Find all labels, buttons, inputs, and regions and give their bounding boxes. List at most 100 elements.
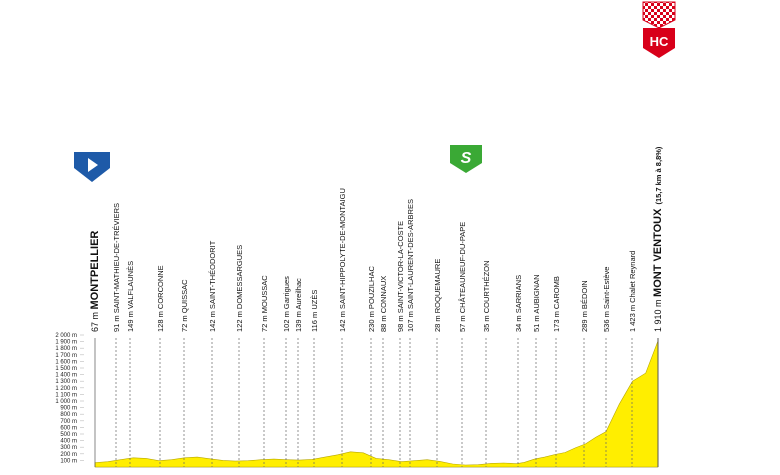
y-tick-label: 1 100 m: [55, 392, 77, 398]
waypoint-altitude: 51 m: [532, 314, 541, 332]
waypoint-label-text: 536 m Saint-Estève: [602, 267, 611, 332]
waypoint-name: Garrigues: [282, 276, 291, 309]
waypoint-label: 35 m COURTHÉZON: [482, 260, 491, 332]
waypoint-label: 173 m CAROMB: [552, 276, 561, 332]
waypoint-name: QUISSAC: [180, 279, 189, 313]
waypoint-label: 139 m Aureilhac: [294, 278, 303, 332]
waypoint-label: 230 m POUZILHAC: [367, 266, 376, 332]
waypoint-label-text: 116 m UZÈS: [310, 290, 319, 332]
finish-label: 1 910 m MONT VENTOUX(15,7 km à 8,8%): [652, 146, 664, 332]
waypoint-label-text: 107 m SAINT-LAURENT-DES-ARBRES: [406, 199, 415, 332]
y-tick-label: 1 300 m: [55, 379, 77, 385]
waypoint-altitude: 91 m: [112, 313, 121, 332]
waypoint-name: Aureilhac: [294, 278, 303, 310]
waypoint-altitude: 1 910 m: [653, 297, 663, 332]
waypoint-label: 128 m CORCONNE: [156, 265, 165, 332]
waypoint-altitude: 88 m: [379, 313, 388, 332]
y-tick-label: 500 m: [60, 432, 77, 438]
waypoint-label: 122 m DOMESSARGUES: [235, 245, 244, 332]
hc-badge-label: HC: [650, 34, 669, 49]
y-tick-label: 1 700 m: [55, 353, 77, 359]
waypoint-label: 1 423 m Chalet Reynard: [628, 251, 637, 332]
waypoint-name: SAINT-VICTOR-LA-COSTE: [396, 221, 405, 313]
elevation-area: [94, 340, 659, 468]
waypoint-label-text: 230 m POUZILHAC: [367, 266, 376, 332]
waypoint-label: 142 m SAINT-THÉODORIT: [208, 240, 217, 332]
waypoint-label-text: 35 m COURTHÉZON: [482, 260, 491, 332]
waypoint-name: SAINT-LAURENT-DES-ARBRES: [406, 199, 415, 309]
waypoint-altitude: 128 m: [156, 309, 165, 332]
y-tick-label: 1 200 m: [55, 386, 77, 392]
waypoint-altitude: 139 m: [294, 309, 303, 332]
start-label: 67 m MONTPELLIER: [89, 231, 101, 332]
sprint-badge: S: [450, 145, 482, 173]
waypoint-label: 51 m AUBIGNAN: [532, 274, 541, 332]
waypoint-label: 28 m ROQUEMAURE: [433, 259, 442, 332]
waypoint-name: ROQUEMAURE: [433, 259, 442, 314]
waypoint-label-text: 72 m MOUSSAC: [260, 275, 269, 332]
y-tick-label: 200 m: [60, 452, 77, 458]
waypoint-label-text: 149 m VALFLAUNÈS: [126, 261, 135, 332]
hc-badge-shape: [643, 28, 675, 58]
waypoint-label: 142 m SAINT-HIPPOLYTE-DE-MONTAIGU: [338, 188, 347, 332]
waypoint-label-text: 88 m CONNAUX: [379, 276, 388, 332]
waypoint-altitude: 98 m: [396, 313, 405, 332]
waypoint-altitude: 149 m: [126, 309, 135, 332]
waypoint-label: 72 m QUISSAC: [180, 279, 189, 332]
waypoint-altitude: 67 m: [90, 309, 100, 332]
waypoint-label-text: 72 m QUISSAC: [180, 279, 189, 332]
waypoint-name: SAINT-MATHIEU-DE-TRÉVIERS: [112, 203, 121, 313]
waypoint-label: 107 m SAINT-LAURENT-DES-ARBRES: [406, 199, 415, 332]
waypoint-altitude: 28 m: [433, 313, 442, 332]
y-tick-label: 800 m: [60, 412, 77, 418]
y-tick-label: 700 m: [60, 419, 77, 425]
waypoint-name: AUBIGNAN: [532, 274, 541, 313]
waypoint-label-text: 122 m DOMESSARGUES: [235, 245, 244, 332]
waypoint-label-text: 28 m ROQUEMAURE: [433, 259, 442, 332]
waypoint-name: CAROMB: [552, 276, 561, 309]
waypoint-label: 289 m BÉDOIN: [580, 280, 589, 332]
waypoint-name: BÉDOIN: [580, 280, 589, 309]
start-flag-icon: [74, 152, 110, 182]
waypoint-label: 88 m CONNAUX: [379, 276, 388, 332]
y-tick-label: 1 500 m: [55, 366, 77, 372]
waypoint-name: COURTHÉZON: [482, 260, 491, 313]
waypoint-name: CORCONNE: [156, 265, 165, 309]
waypoint-label: 116 m UZÈS: [310, 290, 319, 332]
waypoint-altitude: 35 m: [482, 313, 491, 332]
waypoint-label-text: 98 m SAINT-VICTOR-LA-COSTE: [396, 221, 405, 332]
y-tick-label: 300 m: [60, 445, 77, 451]
waypoint-label-text: 128 m CORCONNE: [156, 265, 165, 332]
waypoint-label-text: 139 m Aureilhac: [294, 278, 303, 332]
sprint-badge-label: S: [461, 150, 472, 167]
y-tick-label: 1 400 m: [55, 373, 77, 379]
waypoint-altitude: 107 m: [406, 309, 415, 332]
y-tick-label: 400 m: [60, 439, 77, 445]
climb-stats: (15,7 km à 8,8%): [654, 146, 663, 204]
start-flag-arrow: [88, 158, 98, 172]
waypoint-name: DOMESSARGUES: [235, 245, 244, 309]
waypoint-altitude: 289 m: [580, 309, 589, 332]
waypoint-label-text: 1 910 m MONT VENTOUX(15,7 km à 8,8%): [652, 146, 664, 332]
waypoint-altitude: 142 m: [208, 309, 217, 332]
waypoint-label: 149 m VALFLAUNÈS: [126, 261, 135, 332]
waypoint-name: SAINT-THÉODORIT: [208, 240, 217, 309]
waypoint-label-text: 102 m Garrigues: [282, 276, 291, 332]
waypoint-label-text: 289 m BÉDOIN: [580, 280, 589, 332]
waypoint-name: CONNAUX: [379, 276, 388, 314]
sprint-badge-shape: [450, 145, 482, 173]
waypoint-name: Saint-Estève: [602, 267, 611, 310]
waypoint-name: POUZILHAC: [367, 266, 376, 310]
y-tick-label: 900 m: [60, 406, 77, 412]
waypoint-altitude: 1 423 m: [628, 303, 637, 332]
waypoint-altitude: 72 m: [260, 313, 269, 332]
waypoint-name: MONTPELLIER: [89, 231, 101, 310]
waypoint-altitude: 57 m: [458, 313, 467, 332]
waypoint-label: 102 m Garrigues: [282, 276, 291, 332]
waypoint-label: 91 m SAINT-MATHIEU-DE-TRÉVIERS: [112, 203, 121, 332]
waypoint-altitude: 116 m: [310, 310, 319, 332]
y-tick-label: 100 m: [60, 458, 77, 464]
waypoint-name: UZÈS: [310, 290, 319, 310]
